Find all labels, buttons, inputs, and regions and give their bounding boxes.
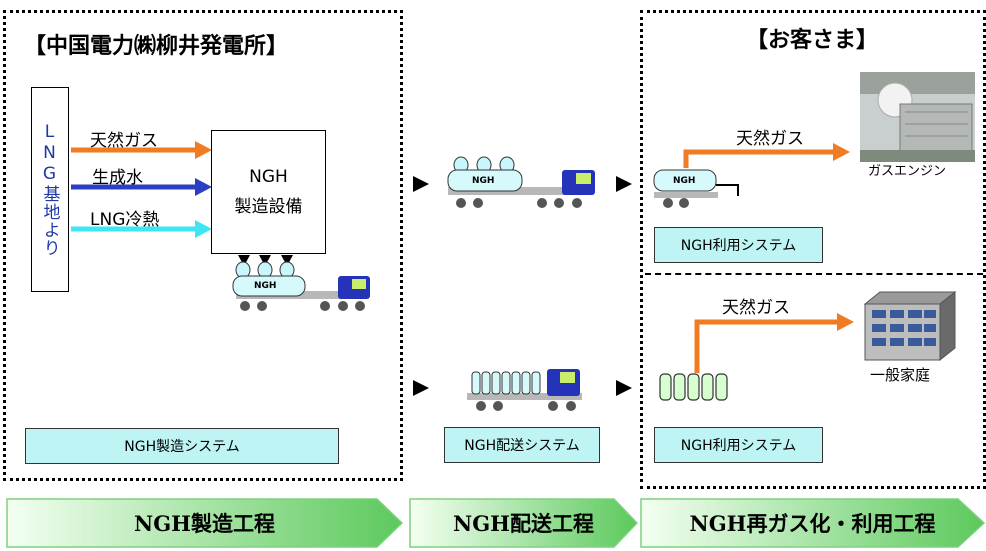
customer-gas-label-top: 天然ガス [736,129,804,149]
production-truck [232,261,370,311]
process-label-regasification: NGH再ガス化・利用工程 [689,511,936,536]
house-building-icon [863,290,957,362]
customer-frame [640,10,986,489]
ngh-facility-line1: NGH [249,167,288,187]
pointer-triangle-delivery-top-in [413,176,429,192]
process-chevron-3 [640,498,986,548]
cold-flow-arrow [71,220,212,238]
system-box-production: NGH製造システム [25,428,339,464]
flow-label-gas: 天然ガス [90,131,158,151]
customer-trailer [653,169,739,208]
gas-cylinders [659,373,728,401]
ngh-production-facility: NGH 製造設備 [211,130,326,254]
plant-title: 【中国電力㈱柳井発電所】 [24,34,289,59]
delivery-truck-top [447,156,595,208]
process-label-delivery: NGH配送工程 [453,511,594,536]
system-box-use-bottom: NGH利用システム [654,427,823,463]
delivery-truck-bottom [467,369,582,411]
pointer-triangle-delivery-top-out [616,176,632,192]
truck-tank-label-delivery: NGH [472,176,495,186]
ngh-facility-line2: 製造設備 [234,197,303,217]
gas-engine-photo [860,72,975,162]
customer-divider [645,273,983,275]
process-chevron-1 [6,498,404,548]
system-box-use-top: NGH利用システム [654,227,823,263]
home-caption: 一般家庭 [870,366,931,384]
lng-source-label: LNG基地より [39,122,60,257]
loading-markers [238,255,293,266]
system-box-delivery: NGH配送システム [444,427,600,463]
gas-flow-arrow [71,141,212,159]
truck-tank-label-customer: NGH [673,176,696,186]
customer-title: 【お客さま】 [746,28,879,53]
flow-label-cold: LNG冷熱 [90,210,160,230]
customer-gas-label-bottom: 天然ガス [722,298,790,318]
flow-label-water: 生成水 [92,168,143,188]
pointer-triangle-delivery-bottom-in [413,380,429,396]
process-chevron-2 [409,498,639,548]
process-label-production: NGH製造工程 [134,511,275,536]
gas-engine-caption: ガスエンジン [868,164,947,179]
water-flow-arrow [71,178,212,196]
customer-gas-arrow-top [683,143,850,168]
truck-tank-label-production: NGH [254,281,277,291]
lng-source-box: LNG基地より [31,87,69,292]
customer-gas-arrow-bottom [694,313,854,373]
pointer-triangle-delivery-bottom-out [616,380,632,396]
plant-frame [3,10,403,481]
